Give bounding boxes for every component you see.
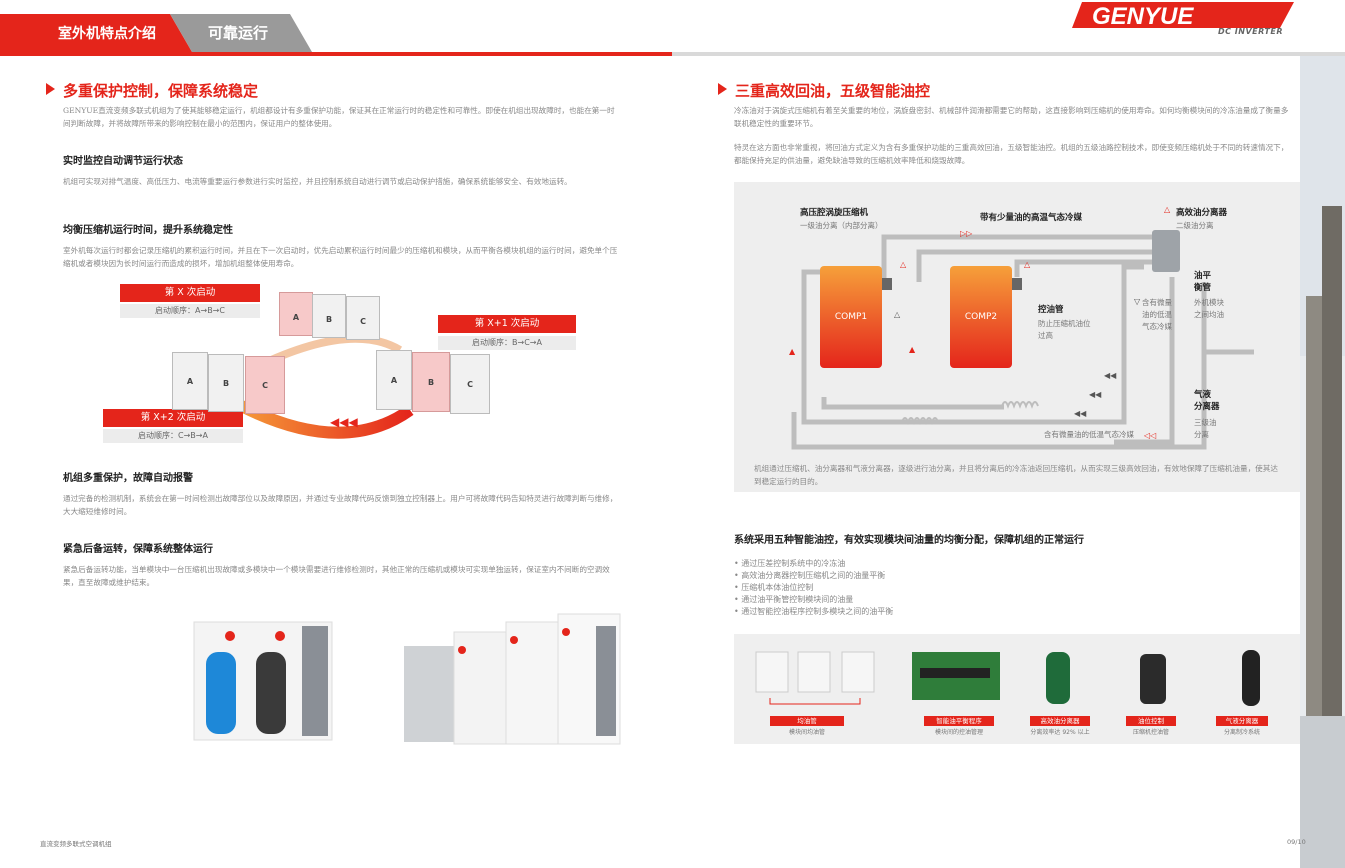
start-x2-label: 第 X+2 次启动 bbox=[103, 409, 243, 427]
svg-text:▲: ▲ bbox=[909, 345, 916, 354]
start-x-label: 第 X 次启动 bbox=[120, 284, 260, 302]
svg-text:◀◀: ◀◀ bbox=[1104, 371, 1117, 380]
header-tab-primary: 室外机特点介绍 bbox=[0, 14, 192, 52]
left-section-title: 多重保护控制，保障系统稳定 bbox=[46, 80, 258, 101]
s4-body: 紧急后备运转功能，当单模块中一台压缩机出现故障或多模块中一个模块需要进行维修检测… bbox=[63, 565, 610, 587]
outdoor-unit-group-image bbox=[404, 613, 621, 745]
product-label: 智能油平衡程序 bbox=[924, 716, 994, 726]
unit-c: C bbox=[450, 354, 490, 414]
oil-separator-title: 高效油分离器 bbox=[1176, 208, 1228, 218]
svg-text:◀◀: ◀◀ bbox=[1074, 409, 1087, 418]
diagram-pipes: ▷▷ △ △ △ ▲ ▲ ◁◁ △ ▽ ◀◀ ◀◀ ◀◀ bbox=[789, 205, 1254, 450]
page-number: 09/10 bbox=[1287, 838, 1306, 846]
unit-a: A bbox=[172, 352, 208, 410]
svg-text:△: △ bbox=[1024, 260, 1031, 269]
hp-compressor-title: 高压腔涡旋压缩机 bbox=[800, 208, 869, 218]
product-label: 高效油分离器 bbox=[1030, 716, 1090, 726]
svg-text:▽: ▽ bbox=[1134, 297, 1141, 306]
list-item: • 通过油平衡管控制模块间的油量 bbox=[734, 595, 854, 604]
svg-text:▷▷: ▷▷ bbox=[960, 229, 973, 238]
product-sub: 压缩机控油管 bbox=[1132, 729, 1169, 736]
start-x2-seq: 启动顺序：C→B→A bbox=[103, 429, 243, 443]
list-item: • 高效油分离器控制压缩机之间的油量平衡 bbox=[734, 571, 886, 580]
hp-compressor-sub: 一级油分离（内部分离） bbox=[800, 221, 883, 230]
s1-body: 机组可实现对排气温度、高低压力、电流等重要运行参数进行实时监控，并且控制系统自动… bbox=[63, 177, 572, 186]
unit-b: B bbox=[412, 352, 450, 412]
footer-left: 直流变频多联式空调机组 bbox=[40, 840, 112, 848]
svg-text:◀◀◀: ◀◀◀ bbox=[330, 415, 358, 429]
product-sub: 分离效率达 92% 以上 bbox=[1030, 729, 1090, 736]
compressor-1: COMP1 bbox=[820, 266, 882, 368]
balance-pipe-title1: 油平 bbox=[1194, 271, 1212, 281]
mid-flow-2: 油的低温 bbox=[1142, 310, 1172, 319]
svg-text:▲: ▲ bbox=[789, 347, 796, 356]
gl-separator-sub2: 分离 bbox=[1194, 430, 1209, 439]
s1-title: 实时监控自动调节运行状态 bbox=[63, 156, 183, 167]
gl-separator-sub1: 三级油 bbox=[1194, 418, 1217, 427]
product-images bbox=[755, 650, 1260, 706]
outdoor-unit-cutaway-image bbox=[193, 621, 333, 741]
gl-separator-title2: 分离器 bbox=[1194, 402, 1220, 412]
genyue-logo: GENYUE bbox=[1072, 2, 1294, 30]
header-tab-secondary: 可靠运行 bbox=[170, 14, 312, 52]
right-p2: 特灵在这方面也非常重视，将回油方式定义为含有多重保护功能的三重高效回油，五级智能… bbox=[734, 143, 1289, 165]
control-pipe-sub2: 过高 bbox=[1038, 331, 1053, 340]
logo-subtitle: DC INVERTER bbox=[1218, 27, 1284, 36]
mid-flow-3: 气态冷媒 bbox=[1142, 322, 1172, 331]
start-x1-seq: 启动顺序：B→C→A bbox=[438, 336, 576, 350]
oil-control-list: • 通过压差控制系统中的冷冻油 • 高效油分离器控制压缩机之间的油量平衡 • 压… bbox=[734, 558, 1274, 618]
oil-control-subtitle: 系统采用五种智能油控，有效实现模块间油量的均衡分配，保障机组的正常运行 bbox=[734, 535, 1084, 546]
list-item: • 通过压差控制系统中的冷冻油 bbox=[734, 559, 846, 568]
product-sub: 分离制冷系统 bbox=[1223, 729, 1260, 736]
s2-body: 室外机每次运行时都会记录压缩机的累积运行时间，并且在下一次启动时，优先启动累积运… bbox=[63, 246, 618, 268]
header-rule-red bbox=[0, 52, 672, 56]
gl-separator-title1: 气液 bbox=[1194, 390, 1212, 400]
control-pipe-title: 控油管 bbox=[1038, 305, 1064, 315]
product-label: 均油管 bbox=[770, 716, 844, 726]
product-sub: 模块间均油管 bbox=[788, 729, 825, 736]
balance-pipe-sub1: 外机模块 bbox=[1194, 298, 1224, 307]
start-x-seq: 启动顺序：A→B→C bbox=[120, 304, 260, 318]
unit-a: A bbox=[376, 350, 412, 410]
bottom-flow-label: 含有微量油的低温气态冷媒 bbox=[1044, 430, 1134, 439]
s3-title: 机组多重保护，故障自动报警 bbox=[63, 473, 193, 484]
diagram-caption: 机组通过压缩机、油分离器和气液分离器，逐级进行油分离，并且将分离后的冷冻油返回压… bbox=[754, 464, 1278, 486]
start-x1-label: 第 X+1 次启动 bbox=[438, 315, 576, 333]
unit-c: C bbox=[245, 356, 285, 414]
svg-text:GENYUE: GENYUE bbox=[1092, 3, 1194, 30]
list-item: • 通过智能控油程序控制多模块之间的油平衡 bbox=[734, 607, 894, 616]
svg-text:△: △ bbox=[1164, 205, 1171, 214]
compressor-2: COMP2 bbox=[950, 266, 1012, 368]
product-label: 气液分离器 bbox=[1216, 716, 1268, 726]
svg-text:△: △ bbox=[900, 260, 907, 269]
s2-title: 均衡压缩机运行时间，提升系统稳定性 bbox=[63, 225, 233, 236]
right-section-title: 三重高效回油，五级智能油控 bbox=[718, 80, 930, 101]
oil-separator-sub: 二级油分离 bbox=[1176, 221, 1214, 230]
unit-b: B bbox=[208, 354, 244, 412]
unit-c: C bbox=[346, 296, 380, 340]
svg-text:◁◁: ◁◁ bbox=[1143, 431, 1156, 440]
triangle-icon bbox=[46, 83, 55, 95]
control-pipe-sub1: 防止压缩机油位 bbox=[1038, 319, 1091, 328]
list-item: • 压缩机本体油位控制 bbox=[734, 583, 814, 592]
right-p1: 冷冻油对于涡旋式压缩机有着至关重要的地位，涡旋盘密封、机械部件润滑都需要它的帮助… bbox=[734, 106, 1289, 128]
unit-b: B bbox=[312, 294, 346, 338]
top-flow-label: 带有少量油的高温气态冷媒 bbox=[980, 213, 1083, 223]
triangle-icon bbox=[718, 83, 727, 95]
header-rule-gray bbox=[672, 52, 1345, 56]
left-intro: GENYUE直流变频多联式机组为了使其能够稳定运行，机组都设计有多重保护功能，保… bbox=[63, 106, 615, 128]
city-skyline-image bbox=[1300, 56, 1345, 868]
svg-text:◀◀: ◀◀ bbox=[1089, 390, 1102, 399]
s3-body: 通过完备的检测机制，系统会在第一时间检测出故障部位以及故障原因，并通过专业故障代… bbox=[63, 494, 618, 516]
mid-flow-1: 含有微量 bbox=[1142, 298, 1172, 307]
product-sub: 模块间的控油管理 bbox=[934, 729, 983, 736]
s4-title: 紧急后备运转，保障系统整体运行 bbox=[63, 544, 213, 555]
svg-text:△: △ bbox=[894, 310, 901, 319]
unit-a: A bbox=[279, 292, 313, 336]
product-label: 油位控制 bbox=[1126, 716, 1176, 726]
balance-pipe-sub2: 之间均油 bbox=[1194, 310, 1224, 319]
balance-pipe-title2: 衡管 bbox=[1194, 283, 1212, 293]
